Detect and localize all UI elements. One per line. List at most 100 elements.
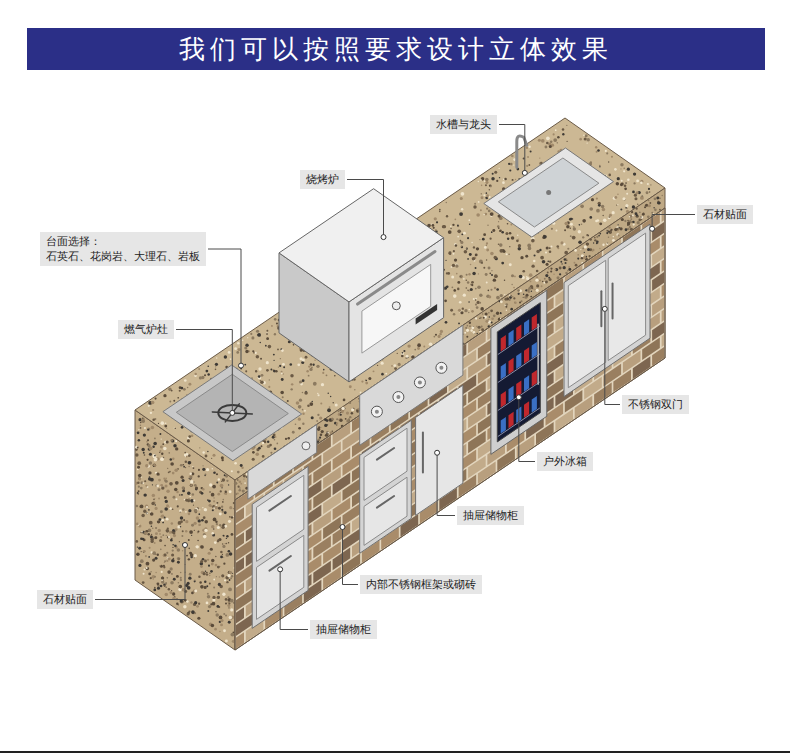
granite-speck xyxy=(173,558,175,560)
granite-speck xyxy=(486,244,487,245)
granite-speck xyxy=(266,333,268,335)
granite-speck xyxy=(228,571,231,574)
granite-speck xyxy=(198,523,201,526)
granite-speck xyxy=(285,438,287,440)
granite-speck xyxy=(526,276,528,278)
granite-speck xyxy=(608,174,611,177)
granite-speck xyxy=(172,508,174,510)
granite-speck xyxy=(185,520,188,523)
granite-speck xyxy=(177,557,180,560)
granite-speck xyxy=(222,543,223,544)
granite-speck xyxy=(170,462,174,466)
granite-speck xyxy=(144,480,146,482)
granite-speck xyxy=(273,360,274,361)
granite-speck xyxy=(518,244,521,247)
granite-speck xyxy=(486,249,489,252)
granite-speck xyxy=(327,408,331,412)
granite-speck xyxy=(175,528,178,531)
granite-speck xyxy=(167,570,171,574)
granite-speck xyxy=(377,365,378,366)
granite-speck xyxy=(140,422,142,424)
granite-speck xyxy=(310,363,313,366)
granite-speck xyxy=(146,567,148,569)
granite-speck xyxy=(434,217,437,220)
granite-speck xyxy=(213,497,214,498)
granite-speck xyxy=(220,490,222,492)
granite-speck xyxy=(188,610,190,612)
granite-speck xyxy=(479,302,481,304)
granite-speck xyxy=(204,581,206,583)
granite-speck xyxy=(289,363,292,366)
granite-speck xyxy=(229,552,233,556)
granite-speck xyxy=(398,363,401,366)
granite-speck xyxy=(282,373,284,375)
granite-speck xyxy=(252,451,255,454)
granite-speck xyxy=(328,393,329,394)
granite-speck xyxy=(211,624,214,627)
granite-speck xyxy=(504,294,505,295)
granite-speck xyxy=(164,496,167,499)
granite-speck xyxy=(401,353,403,355)
granite-speck xyxy=(649,191,650,192)
granite-speck xyxy=(308,375,310,377)
granite-speck xyxy=(217,566,220,569)
granite-speck xyxy=(221,526,224,529)
granite-speck xyxy=(140,532,142,534)
granite-speck xyxy=(526,147,528,149)
granite-speck xyxy=(155,572,156,573)
granite-speck xyxy=(138,474,142,478)
granite-speck xyxy=(180,516,183,519)
granite-speck xyxy=(623,170,625,172)
granite-speck xyxy=(586,142,587,143)
granite-speck xyxy=(214,541,217,544)
granite-speck xyxy=(527,156,529,158)
granite-speck xyxy=(201,492,204,495)
granite-speck xyxy=(194,509,198,513)
granite-speck xyxy=(461,192,465,196)
granite-speck xyxy=(439,209,441,211)
granite-speck xyxy=(215,366,216,367)
granite-speck xyxy=(533,260,536,263)
granite-speck xyxy=(220,525,221,526)
granite-speck xyxy=(194,530,195,531)
granite-speck xyxy=(182,486,185,489)
granite-speck xyxy=(489,238,491,240)
granite-speck xyxy=(260,380,264,384)
granite-speck xyxy=(293,344,295,346)
granite-speck xyxy=(313,382,317,386)
granite-speck xyxy=(298,418,301,421)
granite-speck xyxy=(260,380,261,381)
granite-speck xyxy=(445,260,446,261)
granite-speck xyxy=(212,602,216,606)
granite-speck xyxy=(471,242,472,243)
granite-speck xyxy=(161,453,163,455)
granite-speck xyxy=(282,363,285,366)
granite-speck xyxy=(228,520,231,523)
granite-speck xyxy=(492,173,494,175)
granite-speck xyxy=(616,182,619,185)
granite-speck xyxy=(143,493,146,496)
granite-speck xyxy=(217,526,220,529)
granite-speck xyxy=(168,452,170,454)
granite-speck xyxy=(225,615,227,617)
granite-speck xyxy=(489,272,491,274)
granite-speck xyxy=(258,367,261,370)
granite-speck xyxy=(564,229,566,231)
granite-speck xyxy=(326,374,328,376)
granite-speck xyxy=(281,349,284,352)
granite-speck xyxy=(302,359,305,362)
granite-speck xyxy=(187,612,190,615)
granite-speck xyxy=(433,227,435,229)
granite-speck xyxy=(239,480,242,483)
granite-speck xyxy=(476,247,479,250)
granite-speck xyxy=(229,579,231,581)
granite-speck xyxy=(632,212,633,213)
granite-speck xyxy=(180,511,181,512)
granite-speck xyxy=(385,373,387,375)
granite-speck xyxy=(570,235,572,237)
granite-speck xyxy=(153,464,157,468)
granite-speck xyxy=(179,586,181,588)
granite-speck xyxy=(185,511,187,513)
granite-speck xyxy=(153,466,154,467)
granite-speck xyxy=(208,500,211,503)
